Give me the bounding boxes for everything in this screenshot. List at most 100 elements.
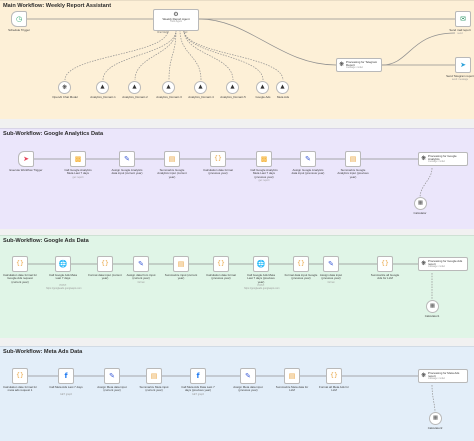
analytics-domain-1-label: Analytics_Domain 1 (90, 95, 116, 99)
mail-icon: ✉ (460, 14, 466, 23)
meta-assign-current-node[interactable]: ✎ (104, 368, 120, 384)
ads-assign-current-node[interactable]: ✎ (133, 256, 149, 272)
ga-node-3-label: Assign Google Analytics data input (curr… (111, 168, 143, 176)
globe-icon: 🌐 (256, 259, 266, 268)
meta-node-2-sub: GET: graph (59, 393, 73, 396)
ads-call-current-node[interactable]: 🌐 (55, 256, 71, 272)
ga-subworkflow-section: Sub-Workflow: Google Analytics Data (0, 128, 474, 229)
weekly-report-agent-node[interactable]: ⚙ Weekly Report Agent Tools Agent (153, 9, 199, 31)
analytics-domain-3-label: Analytics_Domain 3 (156, 95, 182, 99)
ga-node-4-label: Summarize Google Analytics input (curren… (157, 168, 187, 179)
ga-node-8-label: Summarize Google Analytics input (previo… (337, 168, 369, 179)
meta-subworkflow-title: Sub-Workflow: Meta Ads Data (3, 349, 83, 355)
meta-processing-sub: message: model (428, 378, 445, 381)
meta-processing-node[interactable]: ❋ Processing for Meta Ads report message… (418, 369, 468, 383)
openai-icon: ❋ (421, 155, 427, 162)
analytics-domain-5-node[interactable]: ▲ (226, 81, 239, 94)
code-braces-icon: {} (101, 260, 109, 267)
agent-port-tool: Tool (183, 32, 188, 34)
ads-node-3-label: Format data input (current year) (88, 273, 122, 281)
pencil-icon: ✎ (328, 259, 334, 268)
ga-summarize-previous-node[interactable]: ▤ (345, 151, 361, 167)
telegram-node[interactable]: ➤ (455, 57, 471, 73)
ads-summarize-all-node[interactable]: {} (377, 256, 393, 272)
ga-assign-current-node[interactable]: ✎ (119, 151, 135, 167)
ads-summarize-current-node[interactable]: ▤ (173, 256, 189, 272)
gmail-label: Send mail report (449, 28, 471, 32)
telegram-label: Send Telegram report (446, 74, 474, 78)
analytics-domain-4-label: Analytics_Domain 4 (188, 95, 214, 99)
processing-telegram-sub: message: model (346, 67, 363, 70)
ga-summarize-current-node[interactable]: ▤ (164, 151, 180, 167)
sitemap-icon: ▲ (198, 83, 203, 90)
meta-call-current-node[interactable]: f (58, 368, 74, 384)
ga-call-current-node[interactable]: ▩ (70, 151, 86, 167)
ga-processing-node[interactable]: ❋ Processing for Google Analytics messag… (418, 152, 468, 166)
ads-node-7-label: Call Google Ads Meta Last 7 days (previo… (247, 273, 275, 284)
analytics-domain-3-node[interactable]: ▲ (162, 81, 175, 94)
summarize-icon: ▤ (288, 371, 296, 380)
execute-workflow-trigger-node[interactable]: ➤ (18, 151, 34, 167)
sitemap-icon: ▲ (260, 83, 265, 90)
meta-format-all-node[interactable]: {} (326, 368, 342, 384)
ga-node-2-sub: get: report (72, 176, 84, 179)
meta-node-2-label: Call Meta Ads Last 7 days (49, 385, 83, 389)
ga-assign-previous-node[interactable]: ✎ (300, 151, 316, 167)
code-braces-icon: {} (214, 155, 222, 162)
facebook-icon: f (196, 371, 200, 380)
sitemap-icon: ▲ (100, 83, 105, 90)
gmail-node[interactable]: ✉ (455, 11, 471, 27)
analytics-domain-1-node[interactable]: ▲ (96, 81, 109, 94)
ads-node-9-sub: format (327, 281, 335, 284)
ads-call-previous-node[interactable]: 🌐 (253, 256, 269, 272)
analytics-domain-4-node[interactable]: ▲ (194, 81, 207, 94)
gmail-sub: send (457, 32, 463, 35)
ads-processing-node[interactable]: ❋ Processing for Google Ads report messa… (418, 257, 468, 271)
ga-calculator-node[interactable]: ▦ (414, 197, 427, 210)
meta-call-previous-node[interactable]: f (190, 368, 206, 384)
ads-date-format-previous-node[interactable]: {} (213, 256, 229, 272)
clock-icon: ◷ (15, 14, 23, 23)
meta-ads-tool-node[interactable]: ▲ (276, 81, 289, 94)
ads-subworkflow-section: Sub-Workflow: Google Ads Data (0, 235, 474, 338)
ga-node-6-sub: get: report (258, 179, 270, 182)
code-braces-icon: {} (330, 372, 338, 379)
ads-node-2-sub: POST: https://googleads.googleapis.com (46, 284, 82, 290)
ads-calculator-node[interactable]: ▦ (426, 300, 439, 313)
processing-telegram-node[interactable]: ❋ Processing for Telegram Report message… (336, 58, 382, 72)
ads-subworkflow-title: Sub-Workflow: Google Ads Data (3, 238, 89, 244)
processing-telegram-label: Processing for Telegram Report (346, 59, 378, 67)
ads-assign-previous-node[interactable]: ✎ (323, 256, 339, 272)
ads-node-5-label: Summarize input (current year) (164, 273, 198, 281)
analytics-domain-2-node[interactable]: ▲ (128, 81, 141, 94)
meta-ads-tool-label: Meta Ads (276, 95, 290, 99)
ga-node-6-label: Call Google Analytics Meta Last 7 days (… (250, 168, 278, 179)
ads-processing-sub: message: model (428, 266, 445, 269)
openai-icon: ❋ (339, 61, 345, 68)
ads-format-previous-node[interactable]: {} (293, 256, 309, 272)
schedule-trigger-label: Schedule Trigger (8, 28, 30, 32)
sitemap-icon: ▲ (132, 83, 137, 90)
meta-node-7-label: Summarize Meta data for LLM (275, 385, 309, 393)
schedule-trigger-node[interactable]: ◷ (11, 11, 27, 27)
meta-assign-previous-node[interactable]: ✎ (240, 368, 256, 384)
ga-date-format-node[interactable]: {} (210, 151, 226, 167)
google-ads-tool-node[interactable]: ▲ (256, 81, 269, 94)
calculator-icon: ▦ (417, 199, 424, 206)
meta-date-format-node[interactable]: {} (12, 368, 28, 384)
openai-chat-model-node[interactable]: ❋ (58, 81, 71, 94)
meta-summarize-llm-node[interactable]: ▤ (284, 368, 300, 384)
ads-date-format-current-node[interactable]: {} (12, 256, 28, 272)
meta-calculator-node[interactable]: ▦ (429, 412, 442, 425)
code-braces-icon: {} (16, 260, 24, 267)
ads-format-current-node[interactable]: {} (97, 256, 113, 272)
pencil-icon: ✎ (124, 154, 130, 163)
summarize-icon: ▤ (349, 154, 357, 163)
ga-call-previous-node[interactable]: ▩ (256, 151, 272, 167)
robot-icon: ⚙ (173, 11, 179, 18)
meta-processing-label: Processing for Meta Ads report (428, 370, 460, 378)
ads-node-1-label: Calculation date format for Google Ads r… (3, 273, 37, 284)
ads-node-9-label: Assign data input (previous year) (319, 273, 343, 281)
meta-summarize-current-node[interactable]: ▤ (146, 368, 162, 384)
ga-node-7-label: Assign Google Analytics data input (prev… (291, 168, 325, 176)
